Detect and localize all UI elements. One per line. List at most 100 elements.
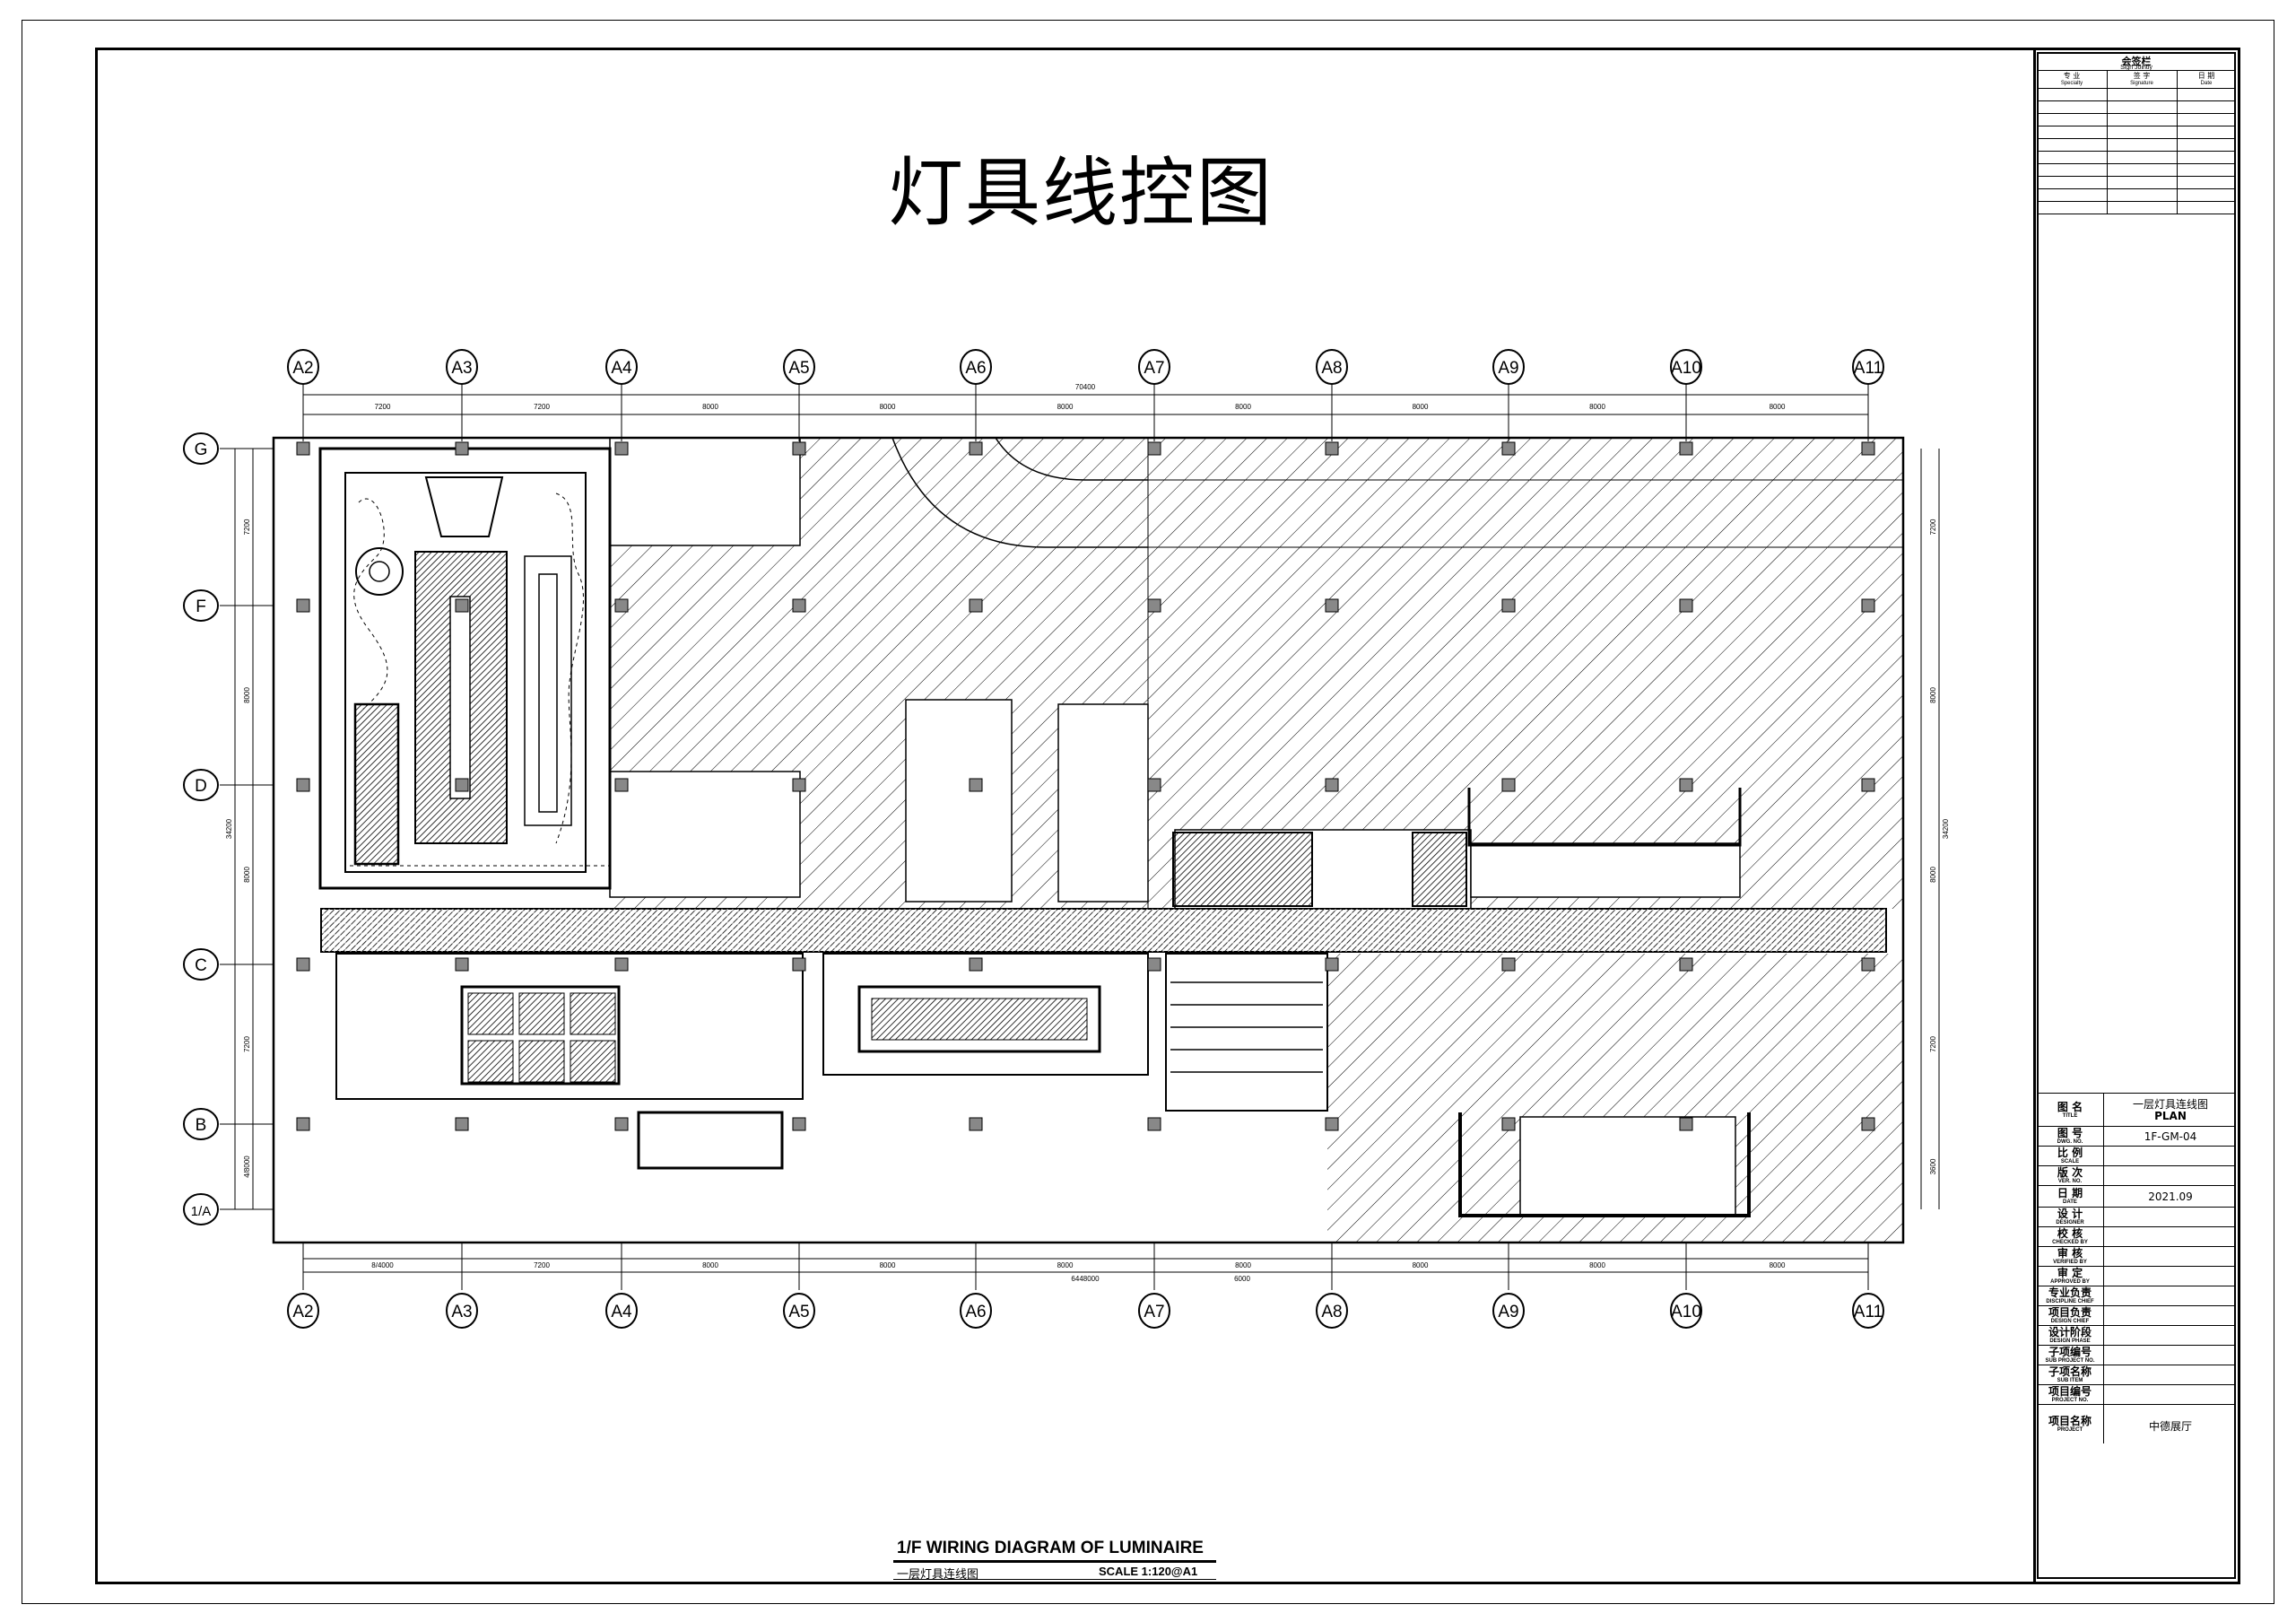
- field-separator: [2103, 1208, 2104, 1226]
- grid-column-label: A6: [965, 1303, 986, 1321]
- grid-bubble: [287, 349, 319, 385]
- grid-bubble: [1138, 349, 1170, 385]
- grid-bubble: [446, 1293, 478, 1329]
- grid-bubble: [1138, 1293, 1170, 1329]
- display-cell: [570, 992, 616, 1035]
- grid-bubble: [183, 1108, 219, 1140]
- dimension-top: 7200: [375, 403, 391, 411]
- structural-column: [792, 598, 806, 613]
- center-light-box: [857, 985, 1101, 1053]
- grid-bubble: [1492, 349, 1525, 385]
- field-label-zh: 专业负责: [2048, 1286, 2092, 1299]
- sign-table-row: [2037, 163, 2236, 164]
- south-room-west: [335, 953, 804, 1100]
- corridor-band-stripes: [321, 909, 1886, 952]
- sign-header-en: Date: [2200, 81, 2213, 86]
- structural-column: [296, 598, 310, 613]
- sign-table-column: [2107, 70, 2108, 214]
- sign-header-zh: 专 业: [2063, 72, 2081, 80]
- structural-column: [1861, 1117, 1875, 1131]
- round-feature-inner: [369, 561, 390, 582]
- drawing-caption-english: 1/F WIRING DIAGRAM OF LUMINAIRE: [897, 1539, 1204, 1557]
- dimension-right: 7200: [1929, 1036, 1937, 1052]
- dimension-top: 8000: [1235, 403, 1251, 411]
- grid-column-label: A7: [1144, 359, 1164, 378]
- grid-bubble: [287, 1293, 319, 1329]
- structural-column: [1147, 1117, 1161, 1131]
- structural-column: [969, 957, 983, 972]
- field-separator: [2103, 1094, 2104, 1126]
- structural-column: [969, 598, 983, 613]
- grid-bubble: [183, 769, 219, 801]
- field-label-zh: 图 号: [2057, 1127, 2083, 1139]
- field-separator: [2103, 1127, 2104, 1146]
- structural-column: [614, 441, 629, 456]
- grid-bubble: [960, 1293, 992, 1329]
- grid-column-label: A5: [788, 359, 809, 378]
- title-block-border: [2037, 52, 2236, 1579]
- display-cell: [570, 1040, 616, 1083]
- sign-table-row: [2037, 188, 2236, 189]
- field-label-zh: 版 次: [2057, 1166, 2083, 1179]
- dimension-bottom: 8000: [702, 1261, 718, 1269]
- structural-column: [792, 1117, 806, 1131]
- grid-bubble: [783, 349, 815, 385]
- grid-row-label: F: [196, 597, 206, 616]
- grid-column-label: A4: [611, 1303, 632, 1321]
- structural-column: [1147, 441, 1161, 456]
- structural-column: [614, 1117, 629, 1131]
- structural-column: [969, 778, 983, 792]
- dimension-bottom: 7200: [534, 1261, 550, 1269]
- field-label-zh: 项目编号: [2048, 1385, 2092, 1398]
- structural-column: [1679, 1117, 1693, 1131]
- dimension-top: 7200: [534, 403, 550, 411]
- dimension-bottom: 8000: [1057, 1261, 1074, 1269]
- field-label-en: APPROVED BY: [2050, 1279, 2090, 1285]
- west-hall-inner-frame: [344, 472, 587, 873]
- grid-bubble: [1670, 349, 1702, 385]
- field-label-en: VERIFIED BY: [2053, 1260, 2087, 1265]
- structural-column: [296, 441, 310, 456]
- outer-border: [22, 20, 2274, 1604]
- field-label-zh: 日 期: [2057, 1187, 2083, 1199]
- structural-column: [1679, 598, 1693, 613]
- sign-table-row: [2037, 88, 2236, 89]
- structural-column: [1501, 441, 1516, 456]
- light-cove: [524, 555, 572, 826]
- east-dark-panel: [1412, 832, 1467, 907]
- field-label-en: SUB PROJECT NO.: [2045, 1358, 2095, 1364]
- grid-bubble: [183, 1193, 219, 1225]
- field-value: 2021.09: [2148, 1190, 2193, 1203]
- structural-column: [1501, 957, 1516, 972]
- sign-table-row: [2037, 70, 2236, 71]
- dimension-bottom-overall: 6448000: [1071, 1275, 1100, 1283]
- field-separator: [2103, 1306, 2104, 1325]
- field-separator: [2103, 1365, 2104, 1384]
- field-label-en: DWG. NO.: [2057, 1139, 2083, 1145]
- dimension-top: 8000: [880, 403, 896, 411]
- structural-column: [1861, 957, 1875, 972]
- structural-column: [1679, 778, 1693, 792]
- field-label-zh: 审 核: [2057, 1247, 2083, 1260]
- grid-bubble: [1852, 349, 1884, 385]
- grid-column-label: A5: [788, 1303, 809, 1321]
- field-label-zh: 图 名: [2057, 1100, 2083, 1113]
- grid-row-label: C: [195, 956, 207, 975]
- sign-header-zh: 签 字: [2133, 72, 2151, 80]
- field-separator: [2103, 1186, 2104, 1207]
- grid-row-label: G: [195, 440, 208, 459]
- grid-bubble: [605, 349, 638, 385]
- drawing-caption-chinese: 一层灯具连线图: [897, 1568, 979, 1582]
- field-label-en: PROJECT NO.: [2051, 1398, 2089, 1403]
